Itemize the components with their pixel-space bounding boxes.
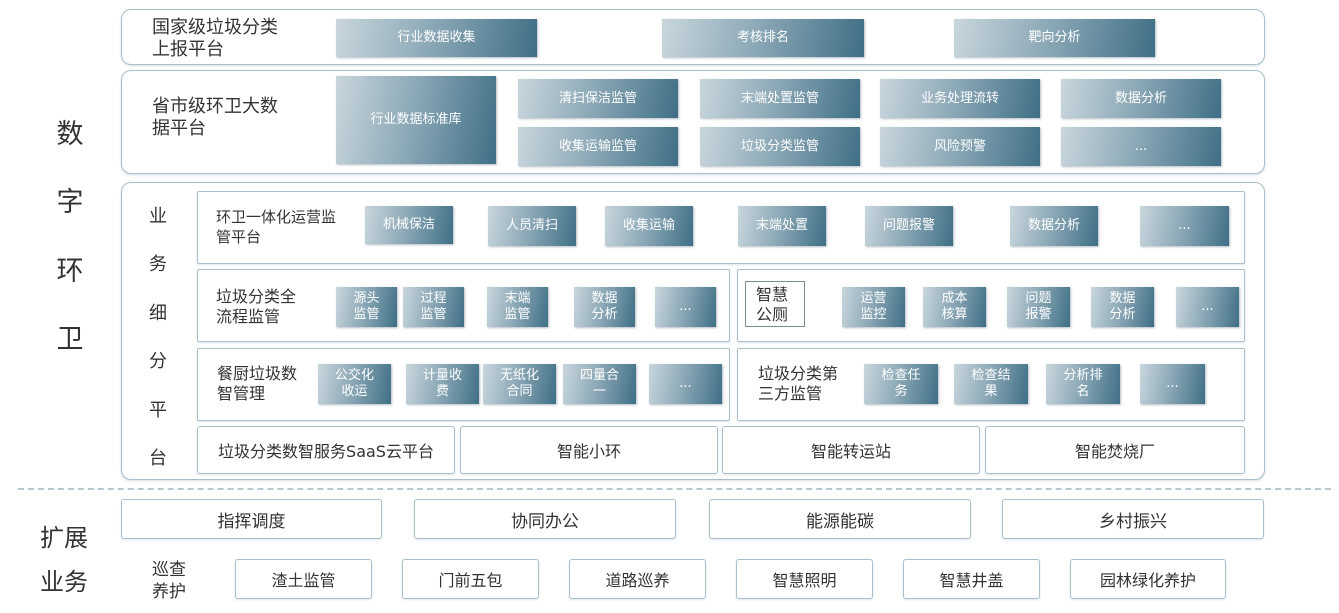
tile-collection-transport-supervision[interactable]: 收集运输监管 <box>518 127 678 166</box>
smart-toilet-label: 智慧公厕 <box>756 285 789 324</box>
smart-toilet-label-box: 智慧公厕 <box>745 281 805 327</box>
collaborative-office-box[interactable]: 协同办公 <box>414 499 676 539</box>
tile-more[interactable]: ... <box>1176 287 1239 327</box>
title-char: 数 <box>56 119 84 150</box>
tile-garbage-sorting-supervision[interactable]: 垃圾分类监管 <box>700 127 860 166</box>
tile-problem-alarm[interactable]: 问题报警 <box>865 206 953 246</box>
muck-supervision-box[interactable]: 渣土监管 <box>235 559 372 599</box>
rural-revitalization-box[interactable]: 乡村振兴 <box>1002 499 1264 539</box>
tile-more[interactable]: ... <box>655 287 716 327</box>
tile-industry-data-standard-db[interactable]: 行业数据标准库 <box>336 76 496 164</box>
business-platform-vertical-label: 业 务 细 分 平 台 <box>143 202 173 470</box>
tile-paperless-contract[interactable]: 无纸化合同 <box>483 364 556 404</box>
tile-data-analysis[interactable]: 数据分析 <box>1061 79 1221 118</box>
national-platform-label: 国家级垃圾分类上报平台 <box>152 17 278 60</box>
title-char: 卫 <box>56 323 84 355</box>
vertical-char: 业 <box>149 206 167 227</box>
smart-incineration-plant-box[interactable]: 智能焚烧厂 <box>985 426 1245 474</box>
third-party-label: 垃圾分类第三方监管 <box>758 364 839 403</box>
tile-collection-transport[interactable]: 收集运输 <box>605 206 693 246</box>
tile-four-in-one[interactable]: 四量合一 <box>563 364 636 404</box>
tile-source-supervision[interactable]: 源头监管 <box>336 287 397 327</box>
provincial-platform-label: 省市级环卫大数据平台 <box>152 96 278 139</box>
tile-analysis-ranking[interactable]: 分析排名 <box>1046 364 1120 404</box>
title-char: 字 <box>56 187 84 219</box>
tile-manual-sweeping[interactable]: 人员清扫 <box>488 206 576 246</box>
tile-problem-alarm[interactable]: 问题报警 <box>1007 287 1070 327</box>
tile-industry-data-collection[interactable]: 行业数据收集 <box>336 19 537 57</box>
front-door-five-guarantees-box[interactable]: 门前五包 <box>402 559 539 599</box>
road-patrol-maintenance-box[interactable]: 道路巡养 <box>569 559 706 599</box>
garbage-full-process-label: 垃圾分类全流程监管 <box>216 287 297 326</box>
vertical-char: 平 <box>149 399 167 421</box>
saas-cloud-platform-box[interactable]: 垃圾分类数智服务SaaS云平台 <box>197 426 455 474</box>
sanitation-platform-label: 环卫一体化运营监管平台 <box>216 208 337 246</box>
vertical-char: 细 <box>149 302 167 324</box>
tile-business-process-flow[interactable]: 业务处理流转 <box>880 79 1040 118</box>
smart-toilet-box <box>737 269 1245 342</box>
smart-manhole-cover-box[interactable]: 智慧井盖 <box>903 559 1040 599</box>
vertical-char: 务 <box>149 254 167 276</box>
tile-data-analysis[interactable]: 数据分析 <box>1091 287 1154 327</box>
vertical-char: 台 <box>149 447 167 469</box>
vertical-char: 分 <box>149 351 167 373</box>
digital-sanitation-title: 数 字 环 卫 <box>50 112 90 356</box>
tile-cost-accounting[interactable]: 成本核算 <box>923 287 986 327</box>
tile-cleaning-supervision[interactable]: 清扫保洁监管 <box>518 79 678 118</box>
tile-inspection-result[interactable]: 检查结果 <box>954 364 1028 404</box>
title-char: 环 <box>56 255 84 287</box>
energy-carbon-box[interactable]: 能源能碳 <box>709 499 971 539</box>
tile-more[interactable]: ... <box>649 364 722 404</box>
tile-data-analysis[interactable]: 数据分析 <box>574 287 635 327</box>
tile-more[interactable]: ... <box>1140 206 1229 246</box>
tile-data-analysis[interactable]: 数据分析 <box>1010 206 1098 246</box>
command-dispatch-box[interactable]: 指挥调度 <box>121 499 382 539</box>
tile-more[interactable]: ... <box>1061 127 1221 166</box>
patrol-maintenance-label: 巡查养护 <box>152 560 186 602</box>
tile-inspection-task[interactable]: 检查任务 <box>864 364 938 404</box>
tile-terminal-disposal[interactable]: 末端处置 <box>738 206 826 246</box>
smart-lighting-box[interactable]: 智慧照明 <box>736 559 873 599</box>
extension-business-label: 扩展业务 <box>40 524 88 596</box>
tile-terminal-supervision[interactable]: 末端监管 <box>487 287 548 327</box>
kitchen-waste-label: 餐厨垃圾数智管理 <box>217 364 298 403</box>
tile-assessment-ranking[interactable]: 考核排名 <box>662 19 864 57</box>
tile-more[interactable]: ... <box>1140 364 1205 404</box>
tile-risk-warning[interactable]: 风险预警 <box>880 127 1040 166</box>
tile-mechanical-cleaning[interactable]: 机械保洁 <box>365 206 453 244</box>
tile-metered-charging[interactable]: 计量收费 <box>406 364 479 404</box>
section-divider <box>18 488 1331 490</box>
tile-targeted-analysis[interactable]: 靶向分析 <box>954 19 1155 57</box>
tile-operation-monitoring[interactable]: 运营监控 <box>842 287 905 327</box>
tile-terminal-disposal-supervision[interactable]: 末端处置监管 <box>700 79 860 118</box>
smart-transfer-station-box[interactable]: 智能转运站 <box>722 426 980 474</box>
smart-small-ring-box[interactable]: 智能小环 <box>460 426 718 474</box>
tile-bus-style-collection[interactable]: 公交化收运 <box>318 364 391 404</box>
landscaping-maintenance-box[interactable]: 园林绿化养护 <box>1070 559 1226 599</box>
tile-process-supervision[interactable]: 过程监管 <box>403 287 464 327</box>
